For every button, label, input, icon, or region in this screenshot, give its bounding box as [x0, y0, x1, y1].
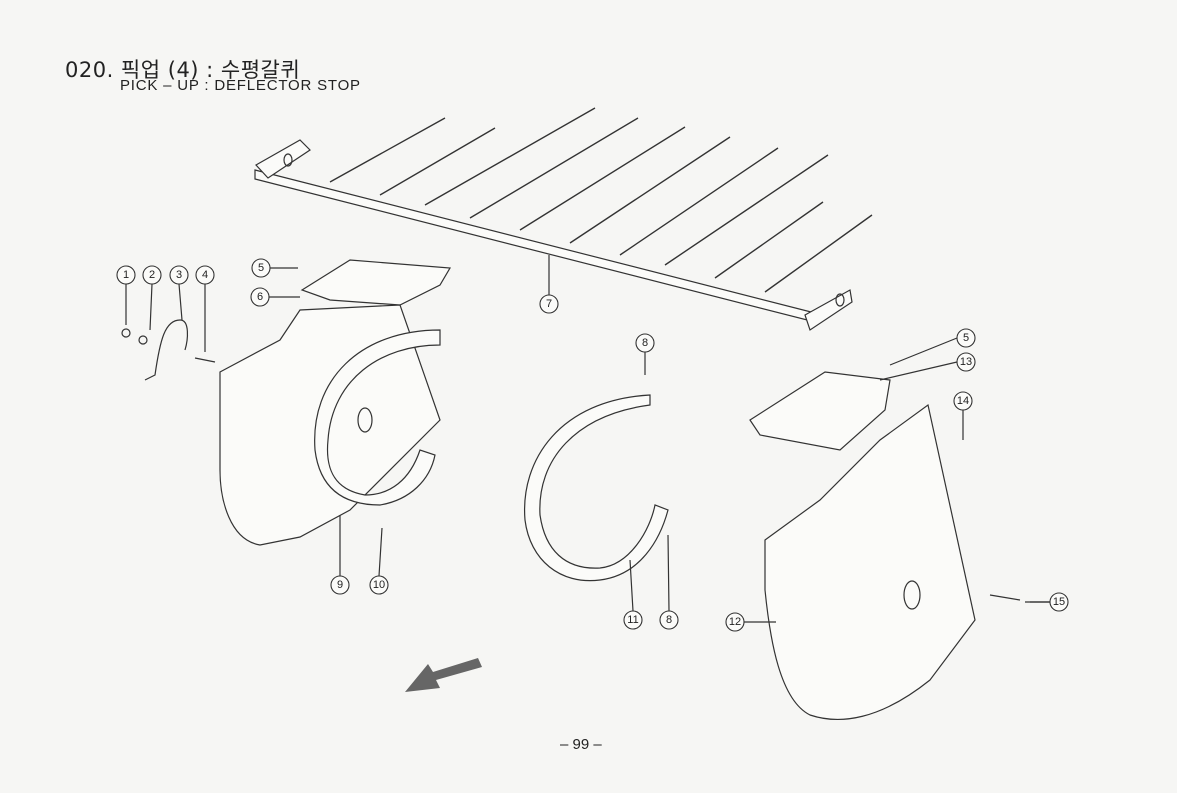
middle-band: [524, 394, 669, 582]
svg-text:12: 12: [729, 616, 741, 628]
callout-11: 11: [623, 610, 643, 630]
svg-text:15: 15: [1053, 596, 1065, 608]
svg-text:4: 4: [202, 269, 208, 281]
callout-14: 14: [953, 391, 973, 411]
left-band: [314, 329, 441, 506]
svg-text:1: 1: [123, 269, 129, 281]
svg-text:8: 8: [666, 614, 672, 626]
svg-text:3: 3: [176, 269, 182, 281]
callout-3: 3: [169, 265, 189, 285]
callout-13: 13: [956, 352, 976, 372]
svg-text:7: 7: [546, 298, 552, 310]
svg-text:13: 13: [960, 356, 972, 368]
right-side-panel: [764, 403, 976, 720]
svg-text:6: 6: [257, 291, 263, 303]
callout-8-top: 8: [635, 333, 655, 353]
svg-text:10: 10: [373, 579, 385, 591]
left-deflector-plate: [300, 259, 452, 306]
direction-arrow: [405, 658, 482, 692]
callout-9: 9: [330, 575, 350, 595]
callout-8-bottom: 8: [659, 610, 679, 630]
svg-text:11: 11: [627, 614, 638, 626]
callout-5-right: 5: [956, 328, 976, 348]
svg-text:2: 2: [149, 269, 155, 281]
rake-tines: [329, 107, 873, 293]
svg-text:14: 14: [957, 395, 969, 407]
callout-5-left: 5: [251, 258, 271, 278]
callout-12: 12: [725, 612, 745, 632]
callout-15: 15: [1049, 592, 1069, 612]
svg-text:5: 5: [258, 262, 264, 274]
callout-2: 2: [142, 265, 162, 285]
page-subtitle: PICK – UP : DEFLECTOR STOP: [120, 77, 361, 94]
hook: [144, 319, 188, 381]
right-deflector-plate: [749, 371, 891, 451]
page-number: – 99 –: [560, 736, 602, 753]
callout-4: 4: [195, 265, 215, 285]
page-title: 020. 픽업 (4) : 수평갈퀴: [65, 58, 301, 82]
rake-bar: [254, 139, 853, 331]
callout-6: 6: [250, 287, 270, 307]
callout-1: 1: [116, 265, 136, 285]
svg-text:5: 5: [963, 332, 969, 344]
callout-7: 7: [539, 294, 559, 314]
svg-text:8: 8: [642, 337, 648, 349]
callout-10: 10: [369, 575, 389, 595]
svg-text:9: 9: [337, 579, 343, 591]
